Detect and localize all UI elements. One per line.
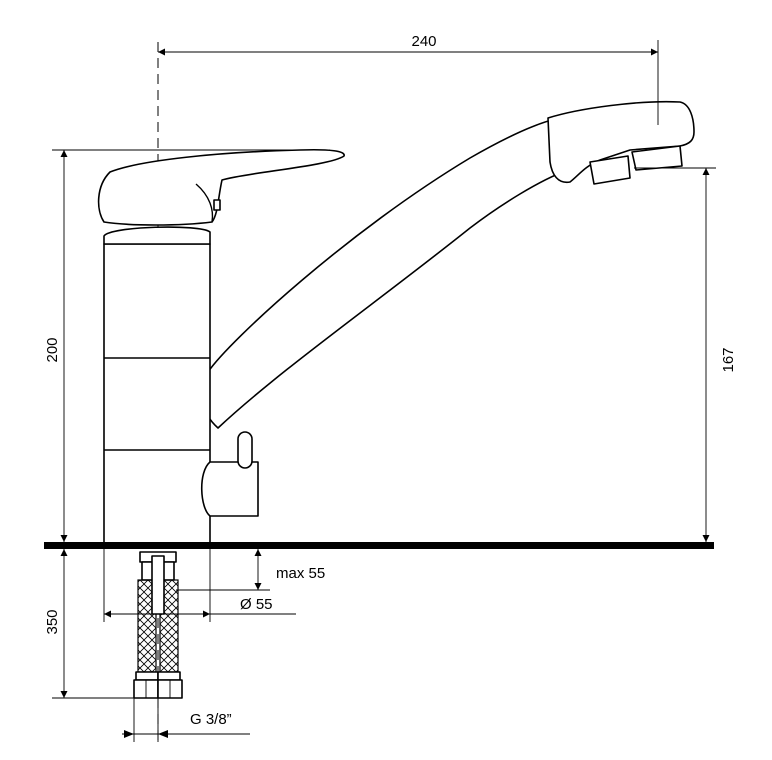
dim-height-label: 200: [44, 337, 61, 362]
dim-thread-label: G 3/8”: [190, 711, 232, 728]
dim-width-label: 240: [411, 33, 436, 50]
supply-hoses: [133, 551, 183, 699]
filter-valve-lever: [237, 431, 253, 469]
faucet-body: [103, 243, 211, 546]
lever-screw: [213, 199, 221, 211]
dim-counter-label: max 55: [276, 565, 325, 582]
dim-spout-label: 167: [720, 347, 737, 372]
filter-valve-knob: [200, 461, 259, 517]
dim-hole-label: Ø 55: [240, 596, 273, 613]
outlet-nozzle-left: [589, 155, 631, 185]
lever-detail: [195, 183, 214, 223]
spout: [201, 117, 569, 429]
lever-handle: [97, 148, 345, 226]
countertop: [44, 542, 714, 549]
spout-head: [547, 100, 695, 184]
dim-hose-label: 350: [44, 609, 61, 634]
outlet-nozzle-right: [631, 145, 683, 171]
lever-collar: [103, 226, 211, 245]
